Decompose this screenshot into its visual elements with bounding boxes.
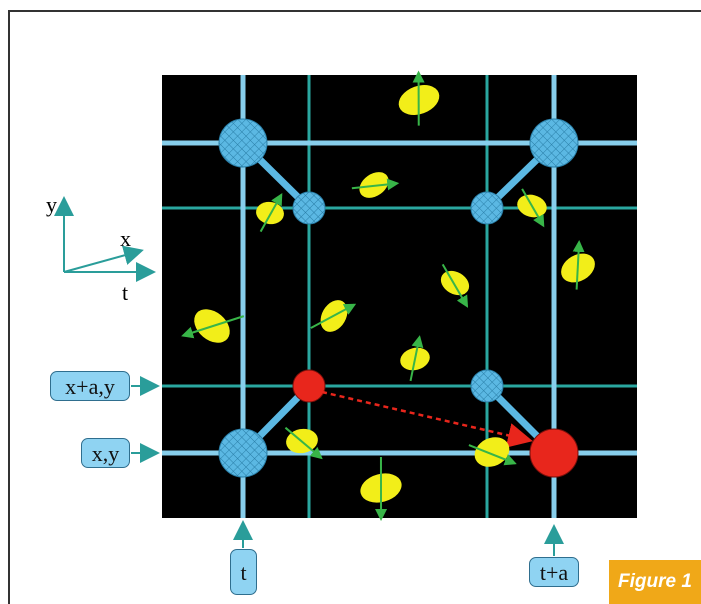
label-pointers — [131, 376, 564, 556]
column-label-left: t — [230, 549, 257, 595]
lattice-node — [292, 191, 326, 225]
figure-tag: Figure 1 — [609, 560, 701, 604]
lattice-node — [470, 369, 504, 403]
row-label-upper: x+a,y — [50, 371, 130, 401]
gluon-field — [181, 70, 595, 522]
row-label-lower: x,y — [81, 438, 130, 468]
lattice-node — [470, 191, 504, 225]
x-axis-label: x — [120, 226, 131, 251]
y-axis-label: y — [46, 192, 57, 217]
gluon-ellipse — [474, 437, 510, 467]
t-axis-label: t — [122, 280, 129, 305]
coordinate-axes — [54, 196, 156, 282]
gluon-ellipse — [440, 270, 470, 296]
lattice-node — [218, 428, 268, 478]
frame-left-border — [8, 10, 10, 604]
highlight-node-source — [292, 369, 326, 403]
highlight-node-target — [529, 428, 579, 478]
lattice-node — [218, 118, 268, 168]
frame-top-border — [8, 10, 701, 12]
column-label-right: t+a — [529, 557, 579, 587]
x-axis-arrow — [63, 245, 144, 273]
lattice-node — [529, 118, 579, 168]
